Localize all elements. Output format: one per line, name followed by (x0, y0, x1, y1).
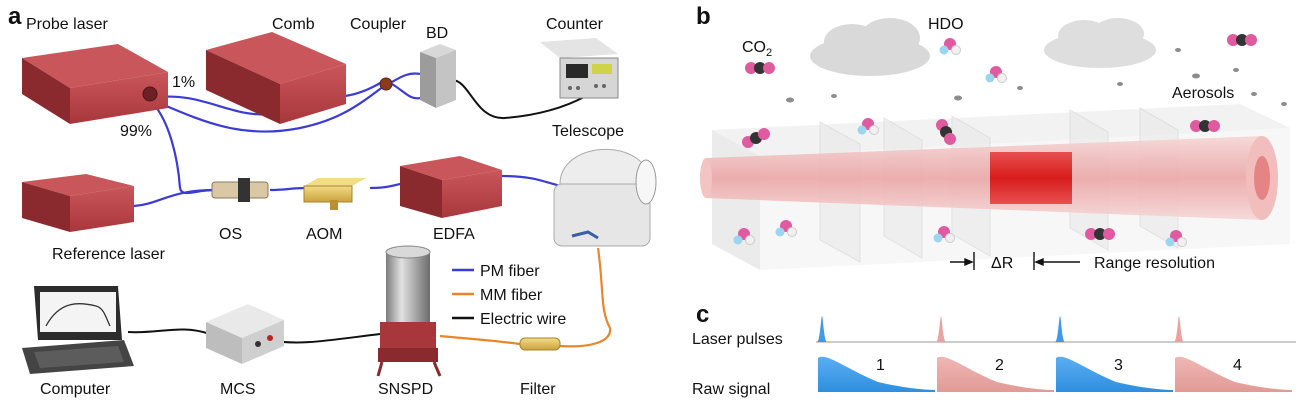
panel-c-letter: c (696, 301, 709, 328)
legend-mm-fiber: MM fiber (480, 287, 543, 304)
range-bin-number: 1 (876, 357, 885, 374)
panel-a-letter: a (8, 3, 22, 30)
range-bin-highlight (990, 152, 1072, 204)
raw-signal-segment (818, 356, 935, 392)
label-comb: Comb (272, 16, 315, 33)
fiber-legend: PM fiber MM fiber Electric wire (452, 263, 566, 328)
laser-pulse (817, 316, 827, 342)
os-device (211, 178, 269, 202)
hdo-molecule-icons (733, 38, 1187, 247)
laser-pulse (1174, 316, 1184, 342)
range-bin-number: 4 (1233, 357, 1242, 374)
computer-device (22, 286, 134, 374)
raw-signal-segment (1175, 356, 1292, 392)
laser-pulse (936, 316, 946, 342)
label-hdo: HDO (928, 16, 964, 33)
aerosol-particle-icons (786, 48, 1287, 106)
label-range-resolution: Range resolution (1094, 255, 1215, 272)
aom-device (303, 178, 366, 210)
mcs-device (206, 304, 284, 364)
comb-device (206, 32, 346, 124)
panel-b-letter: b (696, 3, 711, 30)
laser-beam (700, 136, 1278, 220)
label-os: OS (219, 226, 242, 243)
label-delta-r: ΔR (991, 255, 1013, 272)
edfa-device (400, 156, 502, 218)
label-probe-laser: Probe laser (26, 16, 108, 33)
label-aerosols: Aerosols (1172, 85, 1234, 102)
raw-signal-segment (1056, 356, 1173, 392)
reference-laser-device (22, 174, 134, 232)
label-laser-pulses: Laser pulses (692, 331, 783, 348)
filter-device (519, 337, 561, 351)
label-bd: BD (426, 25, 448, 42)
raw-signal-train: 1 2 3 4 (818, 356, 1292, 392)
label-co2: CO2 (742, 39, 772, 59)
label-aom: AOM (306, 226, 342, 243)
label-reference-laser: Reference laser (52, 246, 166, 263)
delta-r-marker (950, 252, 1080, 270)
label-counter: Counter (546, 16, 604, 33)
label-ninetynine-percent: 99% (120, 123, 152, 140)
label-telescope: Telescope (552, 123, 624, 140)
legend-pm-fiber: PM fiber (480, 263, 540, 280)
label-coupler: Coupler (350, 16, 407, 33)
mm-fiber-lines (439, 247, 612, 348)
telescope-device (553, 148, 657, 247)
coupler-device (379, 77, 393, 91)
bd-device (420, 44, 456, 108)
counter-device (540, 38, 619, 99)
label-edfa: EDFA (433, 226, 475, 243)
label-one-percent: 1% (172, 74, 195, 91)
range-bin-number: 2 (995, 357, 1004, 374)
co2-molecule-icons (742, 34, 1257, 240)
laser-pulse-train (817, 316, 1184, 342)
label-filter: Filter (520, 381, 556, 398)
label-mcs: MCS (220, 381, 256, 398)
legend-electric-wire: Electric wire (480, 311, 566, 328)
label-computer: Computer (40, 381, 111, 398)
snspd-device (376, 245, 442, 377)
cloud-icon-left (810, 18, 930, 76)
probe-laser-device (22, 44, 168, 124)
label-raw-signal: Raw signal (692, 381, 770, 398)
label-snspd: SNSPD (378, 381, 433, 398)
raw-signal-segment (937, 356, 1054, 392)
range-bin-number: 3 (1114, 357, 1123, 374)
laser-pulse (1055, 316, 1065, 342)
cloud-icon-right (1044, 18, 1156, 68)
